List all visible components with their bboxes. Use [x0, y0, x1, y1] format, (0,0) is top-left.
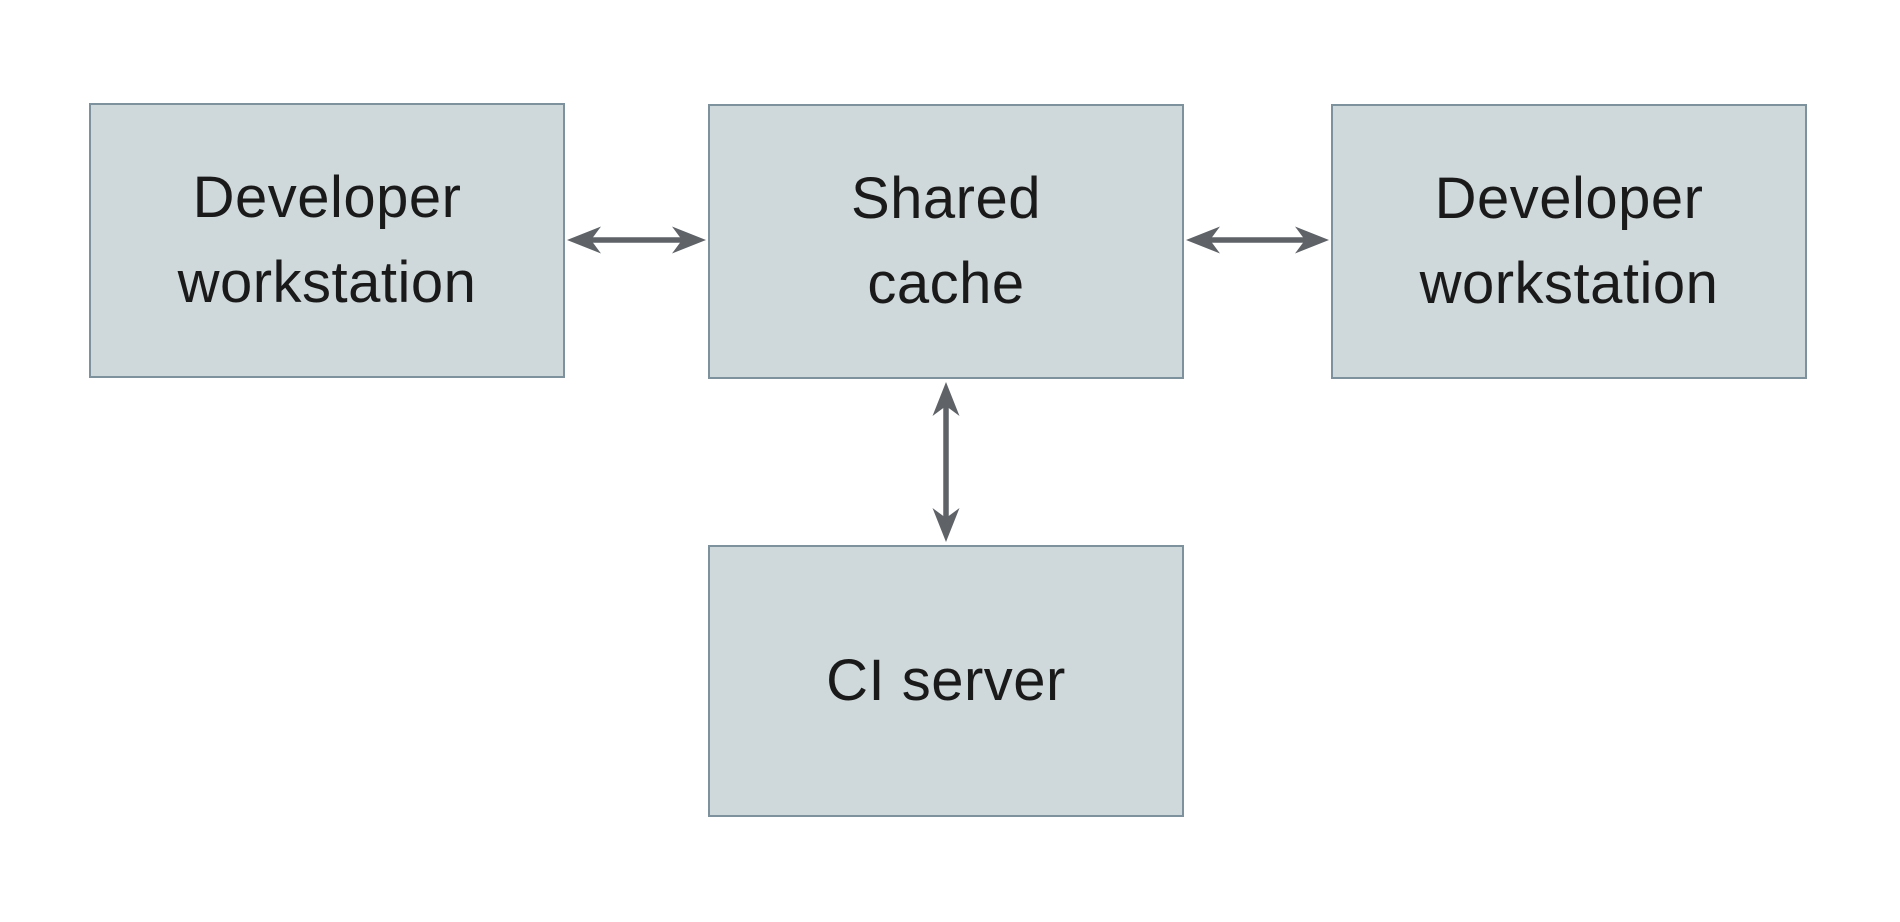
node-ci-server: CI server [708, 545, 1184, 817]
bidirectional-arrow-left-workstation-shared-cache [567, 226, 706, 254]
node-label-shared-cache: Shared cache [850, 166, 1042, 316]
bidirectional-arrow-shared-cache-right-workstation [1186, 226, 1329, 254]
node-shared-cache: Shared cache [708, 104, 1184, 379]
node-developer-workstation-right: Developer workstation [1331, 104, 1807, 379]
node-label-developer-workstation-left: Developer workstation [177, 165, 477, 315]
node-label-developer-workstation-right: Developer workstation [1419, 166, 1719, 316]
bidirectional-arrow-shared-cache-ci-server [932, 382, 960, 542]
node-developer-workstation-left: Developer workstation [89, 103, 565, 378]
node-label-ci-server: CI server [826, 647, 1066, 713]
